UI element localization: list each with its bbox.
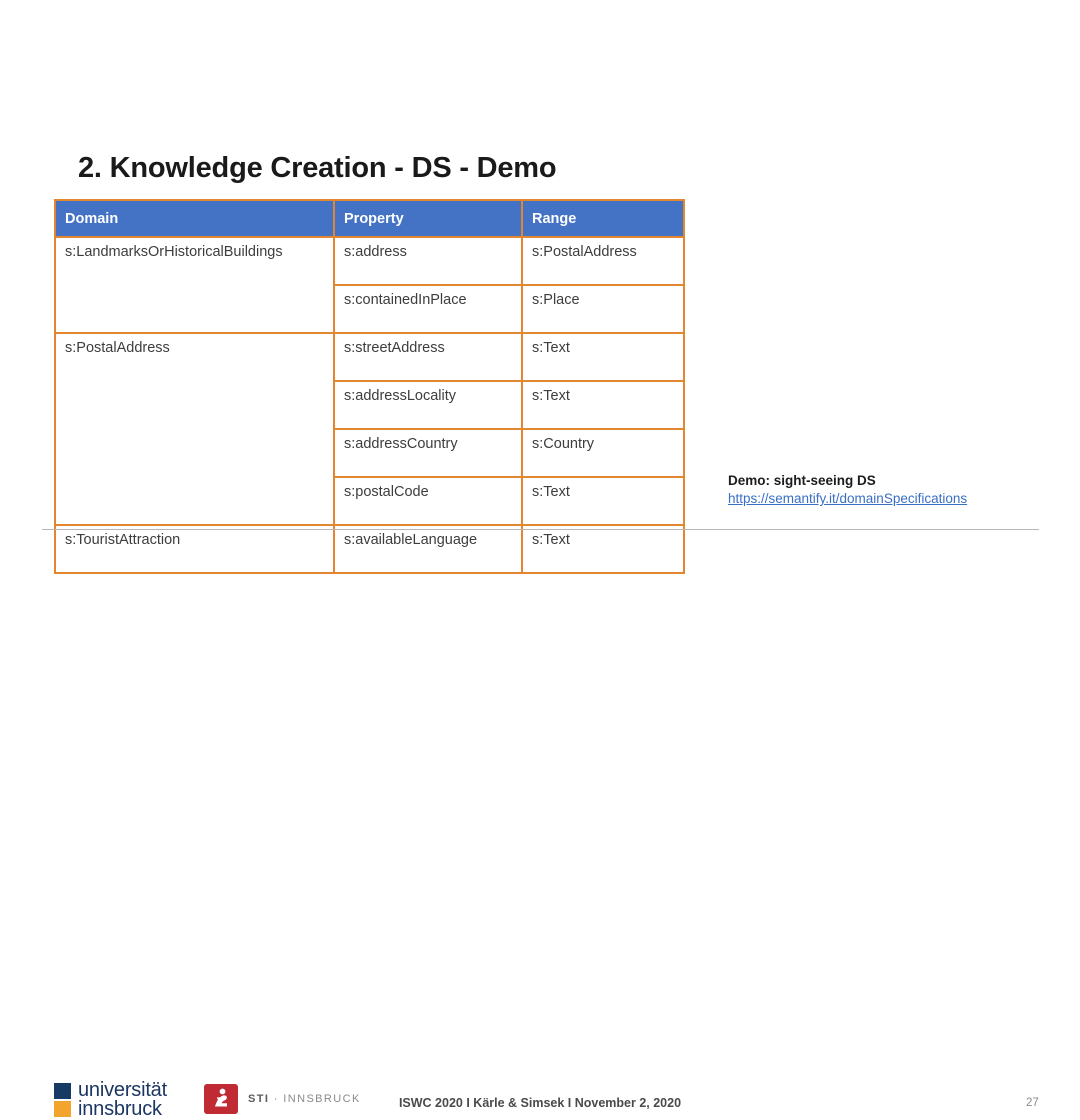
footer-conference-text: ISWC 2020 I Kärle & Simsek I November 2,…	[398, 1096, 682, 1110]
property-cell: s:addressLocality	[333, 380, 523, 430]
domain-cell: s:PostalAddress	[54, 332, 335, 526]
column-header-domain: Domain	[54, 199, 335, 238]
domain-specification-table: Domain Property Range s:LandmarksOrHisto…	[54, 199, 685, 574]
property-cell: s:postalCode	[333, 476, 523, 526]
property-cell: s:addressCountry	[333, 428, 523, 478]
table-row: s:LandmarksOrHistoricalBuildings s:addre…	[54, 236, 685, 334]
page-title: 2. Knowledge Creation - DS - Demo	[78, 152, 557, 184]
table-row: s:addressCountry s:Country	[55, 428, 685, 478]
range-cell: s:Text	[521, 332, 685, 382]
domain-cell: s:LandmarksOrHistoricalBuildings	[54, 236, 335, 334]
property-cell: s:streetAddress	[333, 332, 523, 382]
table-row: s:TouristAttraction s:availableLanguage …	[54, 524, 685, 574]
range-cell: s:Text	[521, 380, 685, 430]
demo-note: Demo: sight-seeing DS https://semantify.…	[728, 472, 1028, 508]
slide-footer: universität innsbruck STI · INNSBRUCK IS…	[0, 530, 1080, 1119]
page-number: 27	[1026, 1097, 1039, 1109]
range-cell: s:Place	[521, 284, 685, 334]
table-header-row: Domain Property Range	[54, 199, 685, 238]
column-header-property: Property	[333, 199, 523, 238]
table-row: s:containedInPlace s:Place	[55, 284, 685, 334]
table-row: s:addressLocality s:Text	[55, 380, 685, 430]
table-row: s:PostalAddress s:streetAddress s:Text	[54, 332, 685, 526]
range-cell: s:Text	[521, 476, 685, 526]
range-cell: s:Country	[521, 428, 685, 478]
footer-divider	[42, 529, 1039, 530]
table-row: s:postalCode s:Text	[55, 476, 685, 526]
domain-cell: s:TouristAttraction	[54, 524, 335, 574]
property-cell: s:availableLanguage	[333, 524, 523, 574]
column-header-range: Range	[521, 199, 685, 238]
property-cell: s:address	[333, 236, 523, 286]
range-cell: s:Text	[521, 524, 685, 574]
property-cell: s:containedInPlace	[333, 284, 523, 334]
range-cell: s:PostalAddress	[521, 236, 685, 286]
demo-link[interactable]: https://semantify.it/domainSpecification…	[728, 491, 968, 507]
demo-label: Demo: sight-seeing DS	[728, 473, 876, 488]
